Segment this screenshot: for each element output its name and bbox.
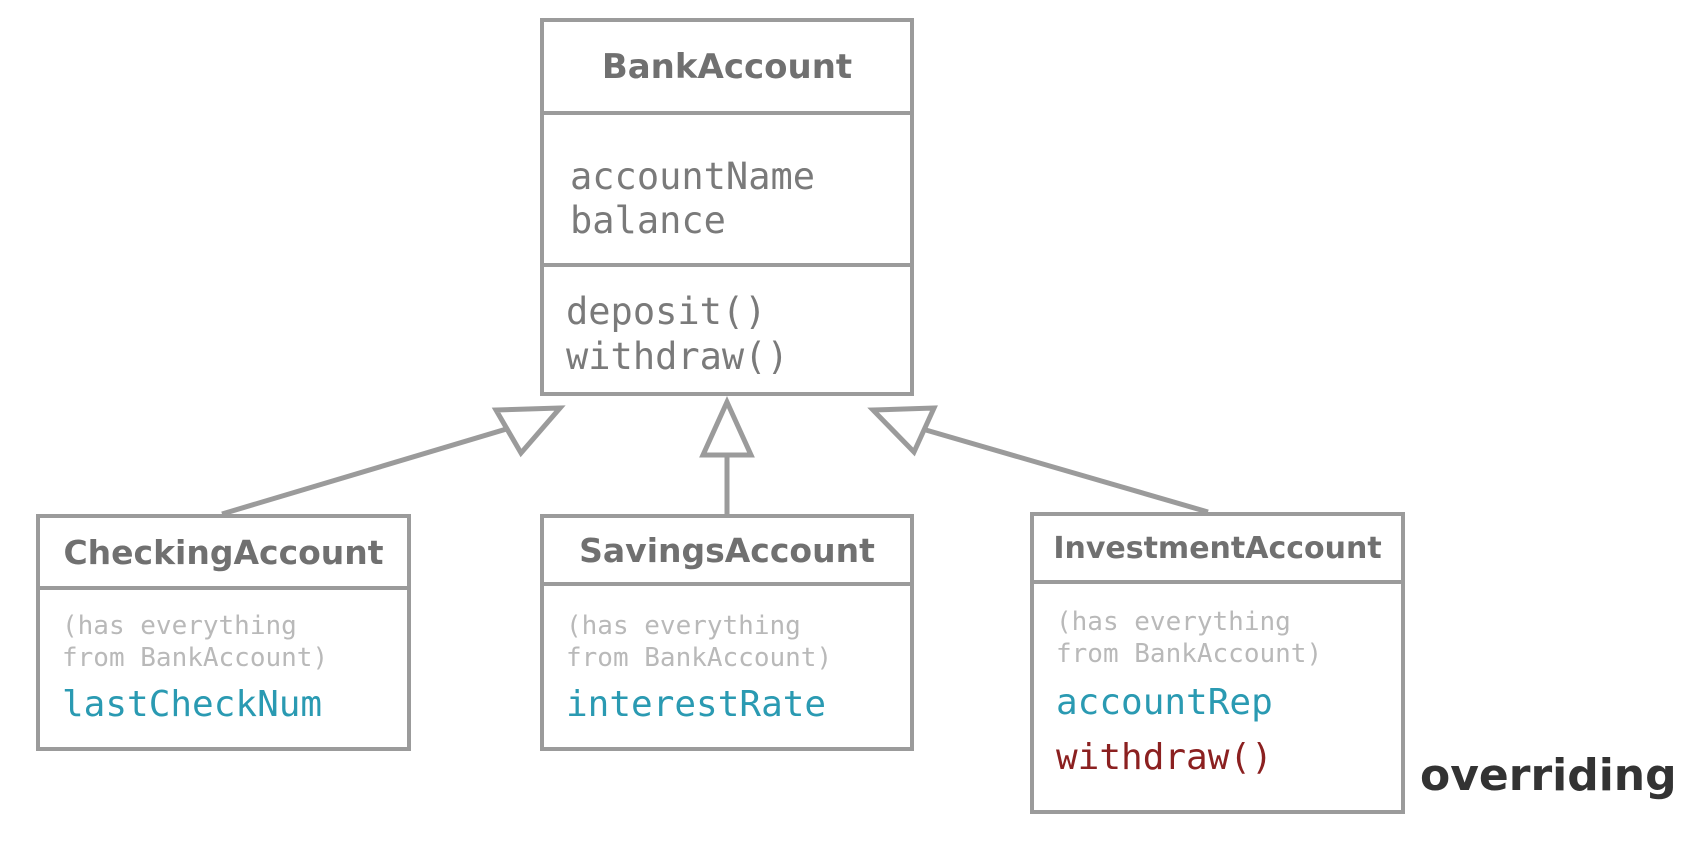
members-section: (has everything from BankAccount) intere… xyxy=(544,586,910,725)
inheritance-line-investment xyxy=(918,425,1209,515)
class-checkingaccount: CheckingAccount (has everything from Ban… xyxy=(36,514,411,751)
members-section: (has everything from BankAccount) accoun… xyxy=(1034,584,1401,778)
class-name: InvestmentAccount xyxy=(1034,516,1401,584)
inheritance-triangle-investment xyxy=(867,405,938,457)
class-savingsaccount: SavingsAccount (has everything from Bank… xyxy=(540,514,914,751)
inheritance-note: (has everything from BankAccount) xyxy=(566,611,833,673)
methods-section: deposit() withdraw() xyxy=(544,267,910,379)
overridden-method: withdraw() xyxy=(1056,737,1273,778)
new-member: interestRate xyxy=(566,684,827,725)
class-bankaccount: BankAccount accountName balance deposit(… xyxy=(540,18,914,396)
attribute: balance xyxy=(570,199,726,242)
class-name: BankAccount xyxy=(544,22,910,115)
class-investmentaccount: InvestmentAccount (has everything from B… xyxy=(1030,512,1405,814)
attribute: accountName xyxy=(570,155,816,198)
attributes-section: accountName balance xyxy=(544,115,910,267)
new-member: lastCheckNum xyxy=(62,684,323,725)
method: withdraw() xyxy=(566,335,789,378)
new-member: accountRep xyxy=(1056,682,1273,723)
overriding-label: overriding xyxy=(1420,750,1677,801)
inheritance-triangle-checking xyxy=(491,405,566,458)
class-name: SavingsAccount xyxy=(544,518,910,586)
method: deposit() xyxy=(566,290,767,333)
members-section: (has everything from BankAccount) lastCh… xyxy=(40,590,407,725)
inheritance-note: (has everything from BankAccount) xyxy=(62,611,329,673)
class-name: CheckingAccount xyxy=(40,518,407,590)
inheritance-note: (has everything from BankAccount) xyxy=(1056,607,1323,669)
inheritance-triangle-savings xyxy=(699,395,755,458)
inheritance-line-checking xyxy=(221,422,521,517)
